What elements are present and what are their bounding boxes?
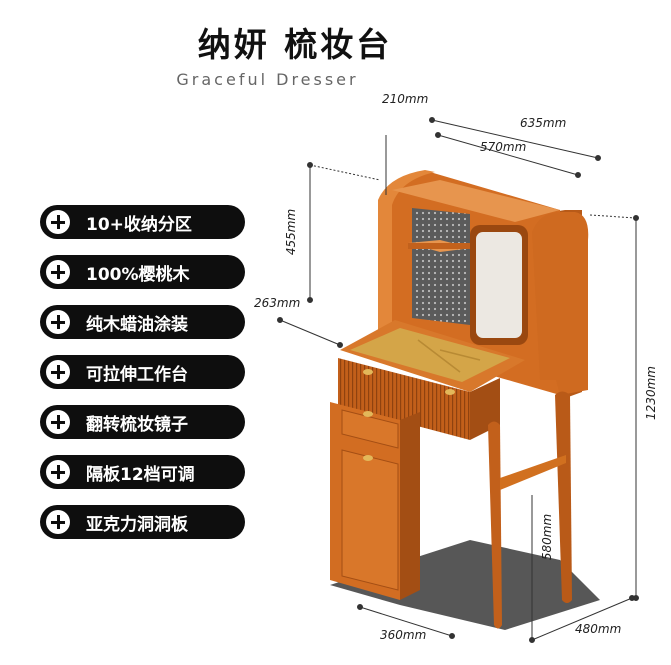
feature-label: 10+收纳分区: [86, 214, 192, 235]
mirror-glass: [476, 232, 522, 338]
cabinet-drawer: [341, 409, 399, 449]
feature-label: 隔板12档可调: [86, 464, 195, 485]
front-leg: [488, 421, 502, 629]
shelf-edge: [408, 243, 472, 249]
dimension-cabinet-width: 360mm: [380, 628, 427, 642]
plus-circle-icon: [46, 310, 70, 334]
tray-divider: [439, 349, 481, 361]
feature-pill: 100%樱桃木: [40, 255, 245, 289]
dimension-hutch-height: 455mm: [284, 208, 299, 256]
dimension-leg-height: 580mm: [540, 513, 555, 561]
feature-label: 可拉伸工作台: [86, 364, 188, 385]
dimension-inner-width: 570mm: [480, 140, 527, 154]
feature-pill: 可拉伸工作台: [40, 355, 245, 389]
plus-circle-icon: [46, 210, 70, 234]
leg-stretcher: [500, 455, 566, 490]
dimension-base-depth: 480mm: [575, 622, 622, 636]
hutch-front-panel: [532, 212, 589, 395]
fluted-apron: [338, 358, 470, 440]
door-knob: [363, 455, 373, 461]
feature-pill: 翻转梳妆镜子: [40, 405, 245, 439]
dimension-lines: [277, 117, 639, 643]
drawer-knob: [445, 389, 455, 395]
dimension-desk-depth: 263mm: [254, 296, 301, 310]
feature-label: 纯木蜡油涂装: [86, 314, 188, 335]
dimension-total-height: 1230mm: [643, 366, 658, 420]
feature-pill: 10+收纳分区: [40, 205, 245, 239]
feature-label: 亚克力洞洞板: [86, 514, 188, 535]
drawer-knob: [363, 369, 373, 375]
feature-pill: 隔板12档可调: [40, 455, 245, 489]
plus-circle-icon: [46, 510, 70, 534]
storage-tray: [350, 328, 510, 382]
plus-circle-icon: [46, 410, 70, 434]
back-leg: [555, 391, 572, 603]
tray-divider: [417, 339, 461, 373]
plus-circle-icon: [46, 360, 70, 384]
page-title: 纳妍 梳妆台: [197, 25, 393, 64]
feature-label: 100%樱桃木: [86, 264, 190, 285]
feature-pill: 亚克力洞洞板: [40, 505, 245, 539]
cabinet-side: [400, 412, 420, 600]
pegboard-panel: [412, 208, 470, 325]
page-subtitle: Graceful Dresser: [176, 70, 359, 89]
feature-label: 翻转梳妆镜子: [86, 414, 188, 435]
drawer-knob: [363, 411, 373, 417]
dimension-top-depth: 210mm: [382, 92, 429, 106]
dimension-total-width: 635mm: [520, 116, 567, 130]
cabinet-door: [341, 449, 399, 591]
feature-pill: 纯木蜡油涂装: [40, 305, 245, 339]
top-shelf: [392, 180, 560, 222]
plus-circle-icon: [46, 460, 70, 484]
plus-circle-icon: [46, 260, 70, 284]
